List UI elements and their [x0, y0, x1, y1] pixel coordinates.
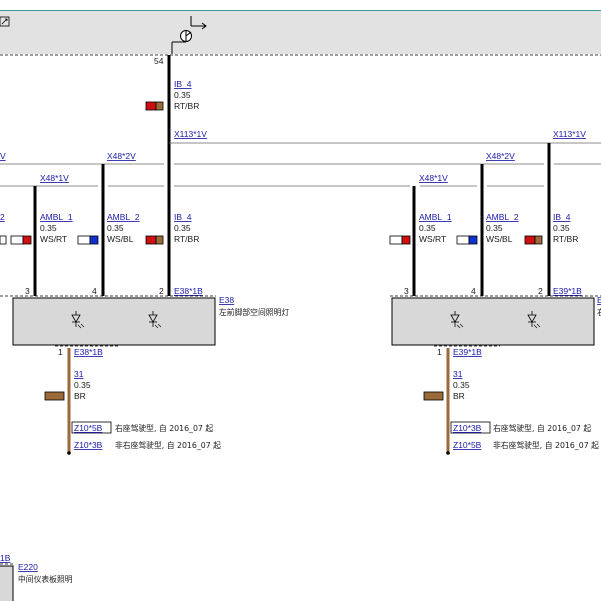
- wire-color-swatch-icon: [524, 235, 543, 245]
- wire-color-swatch-icon: [423, 391, 444, 401]
- bottom-component-id[interactable]: E220: [18, 562, 38, 572]
- left-wire-1-color: WS/RT: [40, 234, 67, 244]
- right-ground-color: BR: [453, 391, 465, 401]
- bottom-component-box[interactable]: [0, 565, 14, 601]
- right-splice-a[interactable]: Z10*3B: [453, 423, 482, 433]
- right-wire-2-color: WS/BL: [486, 234, 513, 244]
- connector-end-icon: [67, 451, 71, 455]
- ground-symbol-icon: [171, 16, 207, 54]
- bus-x48v1-right[interactable]: X48*1V: [419, 173, 448, 183]
- wire-color-swatch-icon: [145, 235, 164, 245]
- wire-color-swatch-icon: [456, 235, 478, 245]
- right-connector[interactable]: E39*1B: [553, 286, 582, 296]
- left-ground-gauge: 0.35: [74, 380, 91, 390]
- left-splice-b[interactable]: Z10*3B: [74, 440, 103, 450]
- right-note-a: 右座驾驶型, 自 2016_07 起: [493, 423, 591, 433]
- right-wire-2-gauge: 0.35: [486, 223, 503, 233]
- left-ground-connector[interactable]: E38*1B: [74, 347, 103, 357]
- bottom-component-name: 中间仪表板照明: [18, 574, 73, 584]
- left-component-box[interactable]: [12, 297, 216, 346]
- bus-x48v2-right[interactable]: X48*2V: [486, 151, 515, 161]
- right-wire-1-color: WS/RT: [419, 234, 446, 244]
- left-wire-2-color: WS/BL: [107, 234, 134, 244]
- wire-color-swatch-icon: [44, 391, 65, 401]
- right-pin-2: 2: [538, 286, 543, 296]
- left-splice-a-box: [71, 421, 112, 434]
- module-icon: [0, 16, 10, 27]
- lamp-icon: [527, 311, 541, 329]
- right-wire-3-signal[interactable]: IB_4: [553, 212, 571, 222]
- bus-x113-left[interactable]: X113*1V: [174, 129, 207, 139]
- left-pin-3: 3: [25, 286, 30, 296]
- right-component-name: 右: [597, 307, 601, 317]
- bottom-stub[interactable]: 1B: [0, 553, 11, 563]
- right-component-box[interactable]: [391, 297, 595, 346]
- wire-color-swatch-icon: [0, 235, 7, 245]
- right-wire-3-gauge: 0.35: [553, 223, 570, 233]
- right-ground-pin: 1: [437, 347, 442, 357]
- left-ground-color: BR: [74, 391, 86, 401]
- right-ground-signal[interactable]: 31: [453, 369, 463, 379]
- bus-x48v2-left[interactable]: X48*2V: [107, 151, 136, 161]
- wire-color-swatch-icon: [389, 235, 411, 245]
- right-component-id[interactable]: E: [597, 295, 601, 305]
- right-pin-4: 4: [471, 286, 476, 296]
- right-splice-b[interactable]: Z10*5B: [453, 440, 482, 450]
- wire-color-swatch-icon: [77, 235, 99, 245]
- left-ground-signal[interactable]: 31: [74, 369, 84, 379]
- right-ground-gauge: 0.35: [453, 380, 470, 390]
- left-wire-3-color: RT/BR: [174, 234, 199, 244]
- right-wire-2-signal[interactable]: AMBL_2: [486, 212, 519, 222]
- right-wire-1-gauge: 0.35: [419, 223, 436, 233]
- lamp-icon: [71, 311, 85, 329]
- header-band: [0, 10, 601, 54]
- left-wire-3-gauge: 0.35: [174, 223, 191, 233]
- feed-pin: 54: [154, 56, 164, 66]
- left-connector[interactable]: E38*1B: [174, 286, 203, 296]
- left-note-a: 右座驾驶型, 自 2016_07 起: [115, 423, 213, 433]
- left-stub-label[interactable]: 2: [0, 212, 5, 222]
- right-splice-a-box: [450, 421, 491, 434]
- left-note-b: 非右座驾驶型, 自 2016_07 起: [115, 440, 221, 450]
- wire-color-swatch-icon: [145, 101, 164, 111]
- left-wire-2-gauge: 0.35: [107, 223, 124, 233]
- right-wire-1-signal[interactable]: AMBL_1: [419, 212, 452, 222]
- connector-end-icon: [446, 451, 450, 455]
- left-pin-4: 4: [92, 286, 97, 296]
- left-component-id[interactable]: E38: [219, 295, 234, 305]
- right-wire-3-color: RT/BR: [553, 234, 578, 244]
- left-wire-1-signal[interactable]: AMBL_1: [40, 212, 73, 222]
- right-note-b: 非右座驾驶型, 自 2016_07 起: [493, 440, 599, 450]
- left-wire-1-gauge: 0.35: [40, 223, 57, 233]
- wire-color-swatch-icon: [10, 235, 32, 245]
- bus-x113-right[interactable]: X113*1V: [553, 129, 586, 139]
- feed-gauge: 0.35: [174, 90, 191, 100]
- left-component-name: 左前脚部空间照明灯: [219, 307, 289, 317]
- lamp-icon: [148, 311, 162, 329]
- left-wire-3-signal[interactable]: IB_4: [174, 212, 192, 222]
- left-pin-2: 2: [159, 286, 164, 296]
- feed-signal[interactable]: IB_4: [174, 79, 192, 89]
- lamp-icon: [450, 311, 464, 329]
- left-splice-a[interactable]: Z10*5B: [74, 423, 103, 433]
- right-pin-3: 3: [404, 286, 409, 296]
- feed-color: RT/BR: [174, 101, 199, 111]
- left-ground-pin: 1: [58, 347, 63, 357]
- right-ground-connector[interactable]: E39*1B: [453, 347, 482, 357]
- left-wire-2-signal[interactable]: AMBL_2: [107, 212, 140, 222]
- bus-x48v1-left[interactable]: X48*1V: [40, 173, 69, 183]
- bus-x48v2-left-stub[interactable]: V: [0, 151, 6, 161]
